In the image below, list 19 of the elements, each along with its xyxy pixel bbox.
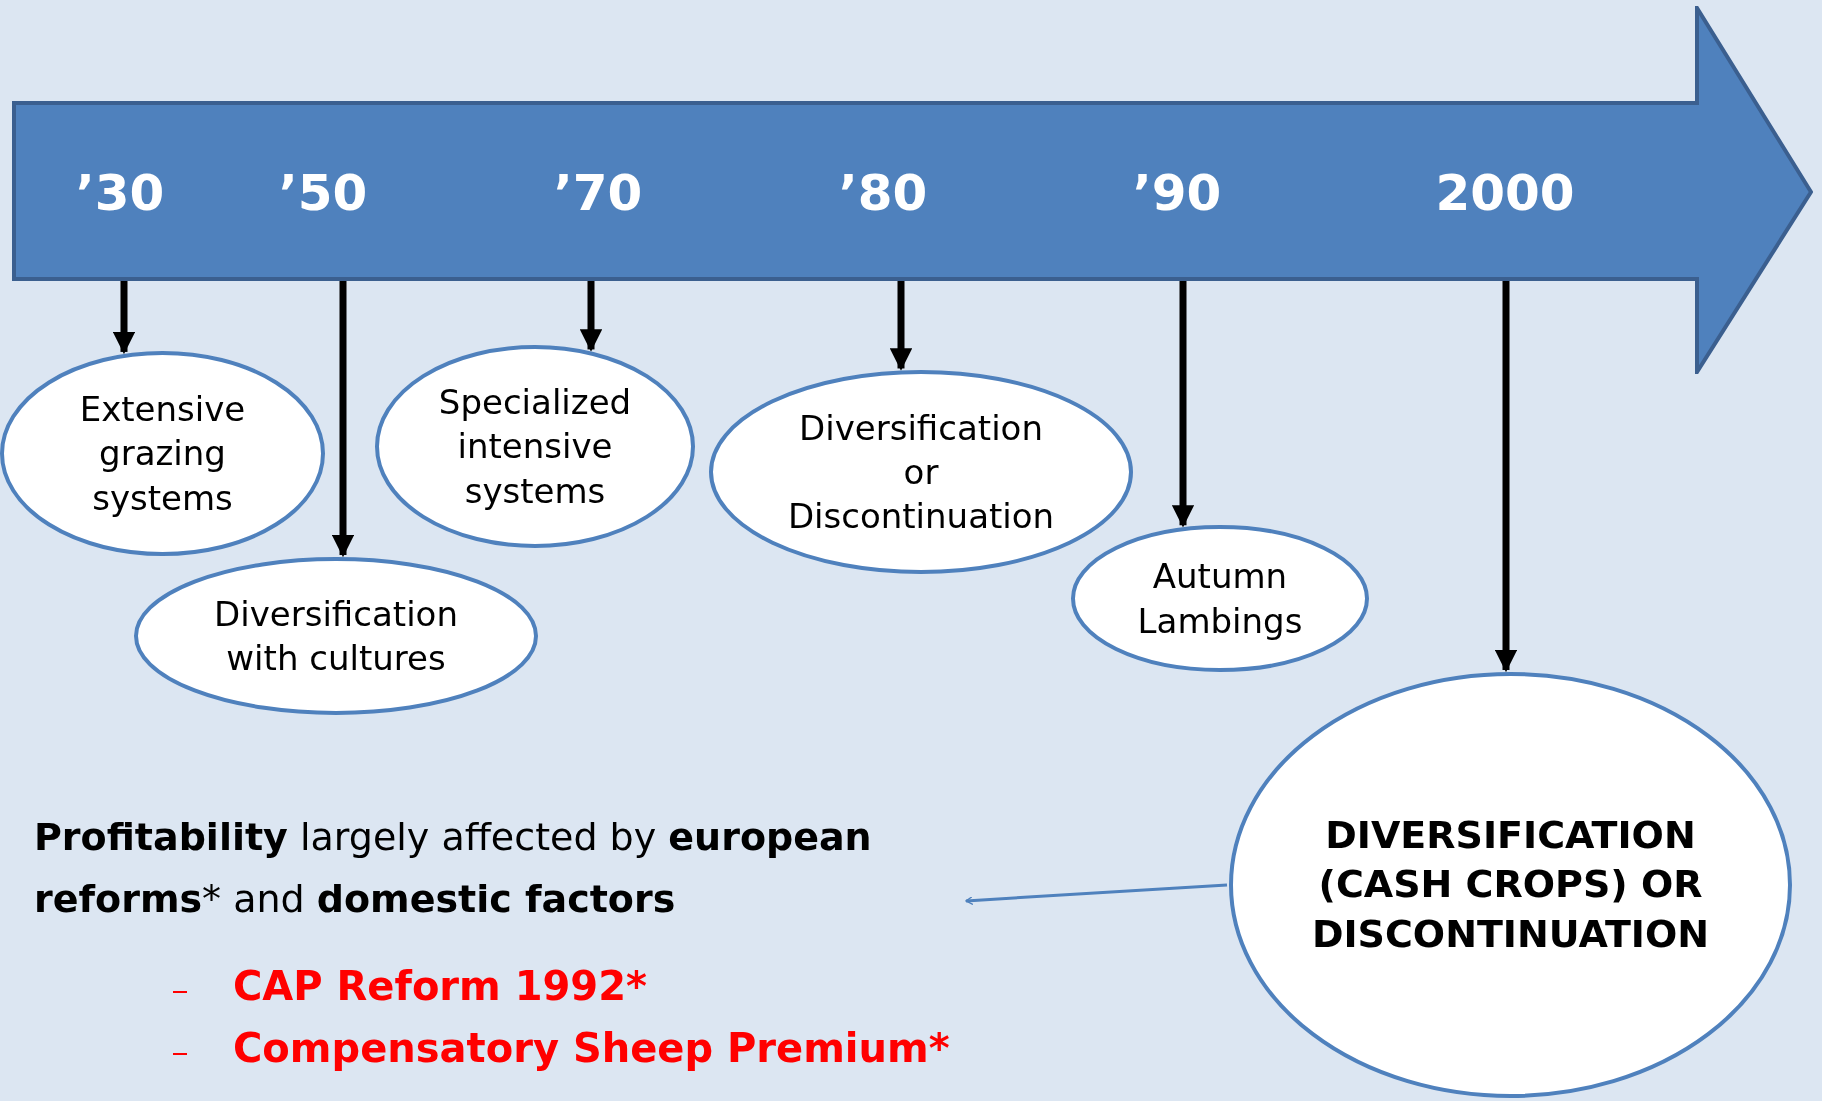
arrow <box>331 281 355 558</box>
ellipse-node: DIVERSIFICATION (CASH CROPS) OR DISCONTINUATION <box>1229 672 1792 1098</box>
year-label: ’70 <box>553 164 643 222</box>
year-label: 2000 <box>1435 164 1575 222</box>
arrow <box>1494 281 1518 673</box>
arrow <box>1171 281 1195 528</box>
ellipse-node: Diversification with cultures <box>134 557 538 715</box>
ellipse-node: Extensive grazing systems <box>0 351 325 556</box>
arrow <box>965 883 1228 906</box>
ellipse-node: Diversification or Discontinuation <box>709 370 1133 574</box>
year-label: ’80 <box>838 164 928 222</box>
year-label: ’30 <box>75 164 165 222</box>
ellipse-node: Autumn Lambings <box>1071 525 1369 672</box>
year-label: ’50 <box>278 164 368 222</box>
ellipse-node: Specialized intensive systems <box>375 345 695 548</box>
note-text: Profitability largely affected by european reforms* and domestic factors <box>34 806 964 936</box>
bullet-item: Compensatory Sheep Premium* <box>233 1025 950 1071</box>
year-label: ’90 <box>1132 164 1222 222</box>
bullet-item: CAP Reform 1992* <box>233 963 647 1009</box>
